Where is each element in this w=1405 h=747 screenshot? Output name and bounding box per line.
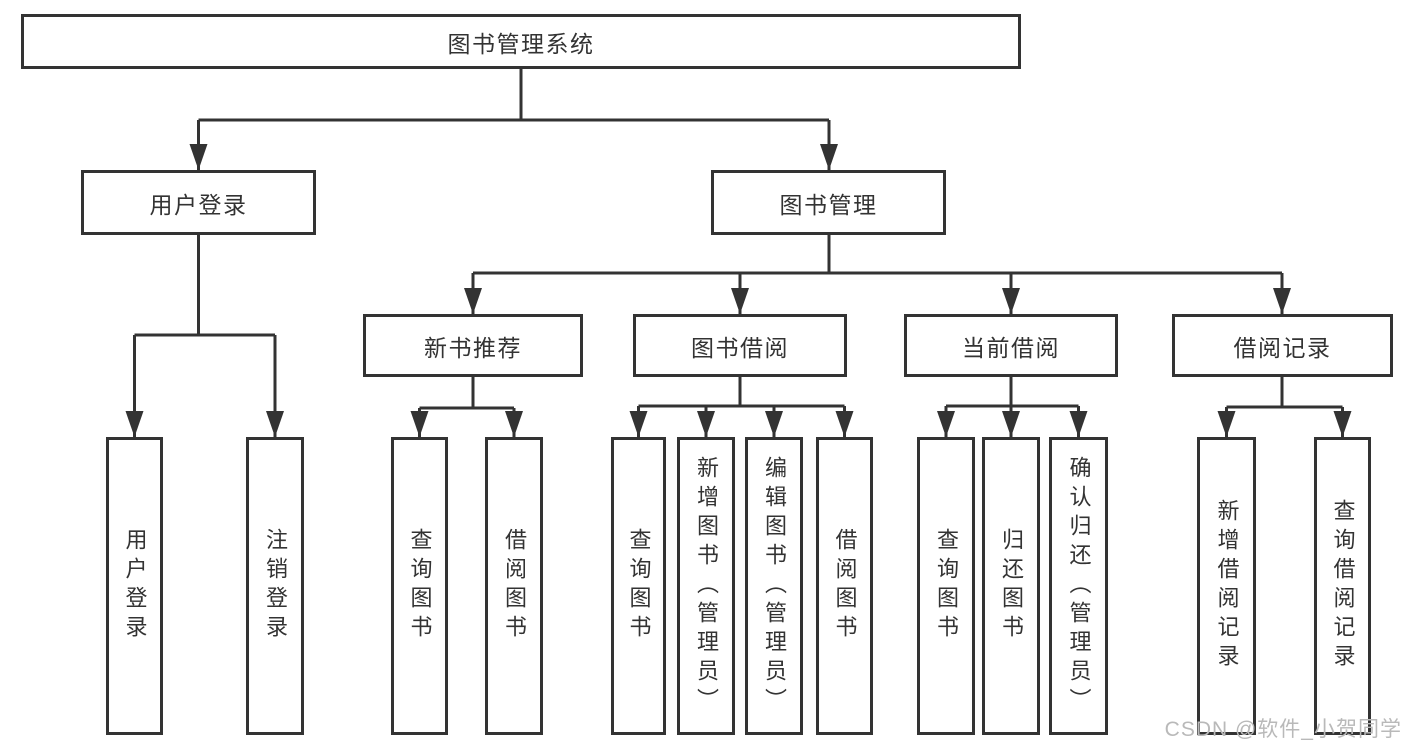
- arrow-icon: [1273, 288, 1291, 314]
- node-label: 用户登录: [122, 528, 148, 644]
- node-label: 图书借阅: [691, 334, 789, 361]
- arrow-icon: [1002, 288, 1020, 314]
- leaf-query-borrow-record: 查询借阅记录: [1314, 437, 1371, 735]
- csdn-watermark: CSDN @软件_小贺同学: [1164, 718, 1402, 741]
- connector-paths: [133, 69, 1344, 437]
- node-label: 新增图书（管理员）: [694, 455, 719, 717]
- node-label: 图书管理: [779, 191, 878, 218]
- arrow-icon: [505, 411, 523, 437]
- leaf-borrow-books-recommend: 借阅图书: [485, 437, 543, 735]
- node-library-management-system: 图书管理系统: [21, 14, 1021, 69]
- arrow-icon: [266, 411, 284, 437]
- node-label: 当前借阅: [962, 334, 1060, 361]
- node-label: 新书推荐: [424, 334, 522, 361]
- node-current-borrowing: 当前借阅: [904, 314, 1118, 377]
- arrow-icon: [1217, 411, 1236, 437]
- node-label: 确认归还（管理员）: [1066, 455, 1092, 717]
- leaf-add-books-admin: 新增图书（管理员）: [677, 437, 735, 735]
- node-label: 用户登录: [149, 191, 248, 218]
- leaf-add-borrow-record: 新增借阅记录: [1197, 437, 1256, 735]
- arrow-icon: [1333, 411, 1352, 437]
- node-new-book-recommendation: 新书推荐: [363, 314, 583, 377]
- leaf-query-books-borrowing: 查询图书: [611, 437, 666, 735]
- arrow-icon: [937, 411, 955, 437]
- leaf-confirm-return-admin: 确认归还（管理员）: [1049, 437, 1108, 735]
- connector-userlogin-to-leaves: [133, 235, 277, 437]
- arrow-icon: [410, 411, 429, 437]
- arrow-icon: [820, 144, 838, 170]
- arrow-icon: [835, 411, 854, 437]
- node-label: 查询图书: [407, 528, 433, 644]
- node-label: 查询借阅记录: [1330, 499, 1356, 673]
- arrowheads: [125, 144, 1352, 437]
- leaf-borrow-books-borrowing: 借阅图书: [816, 437, 873, 735]
- leaf-query-books-current: 查询图书: [917, 437, 975, 735]
- connector-bookmgmt-to-level3: [471, 235, 1284, 314]
- node-book-management: 图书管理: [711, 170, 946, 235]
- leaf-query-books-recommend: 查询图书: [391, 437, 448, 735]
- arrow-icon: [629, 411, 648, 437]
- node-label: 查询图书: [626, 528, 652, 644]
- leaf-user-login: 用户登录: [106, 437, 163, 735]
- leaf-edit-books-admin: 编辑图书（管理员）: [745, 437, 803, 735]
- node-label: 借阅记录: [1233, 334, 1332, 361]
- leaf-logout: 注销登录: [246, 437, 304, 735]
- node-label: 借阅图书: [502, 528, 527, 644]
- node-label: 编辑图书（管理员）: [762, 455, 787, 717]
- arrow-icon: [697, 411, 715, 437]
- connector-borrowrecords-to-leaves: [1225, 377, 1344, 437]
- arrow-icon: [189, 144, 208, 170]
- node-borrowing-records: 借阅记录: [1172, 314, 1393, 377]
- arrow-icon: [125, 411, 144, 437]
- node-label: 查询图书: [934, 528, 959, 644]
- arrow-icon: [464, 288, 482, 314]
- node-user-login: 用户登录: [81, 170, 316, 235]
- node-label: 注销登录: [263, 528, 288, 644]
- node-label: 图书管理系统: [447, 30, 595, 57]
- connector-root-to-level2: [197, 69, 831, 170]
- arrow-icon: [731, 288, 749, 314]
- connector-bookborrow-to-leaves: [637, 377, 846, 437]
- arrow-icon: [1069, 411, 1088, 437]
- node-label: 新增借阅记录: [1214, 499, 1240, 673]
- arrow-icon: [765, 411, 783, 437]
- node-label: 借阅图书: [832, 528, 858, 644]
- arrow-icon: [1002, 411, 1020, 437]
- leaf-return-books: 归还图书: [982, 437, 1040, 735]
- connector-newbook-to-leaves: [418, 377, 516, 437]
- node-book-borrowing: 图书借阅: [633, 314, 847, 377]
- node-label: 归还图书: [999, 528, 1024, 644]
